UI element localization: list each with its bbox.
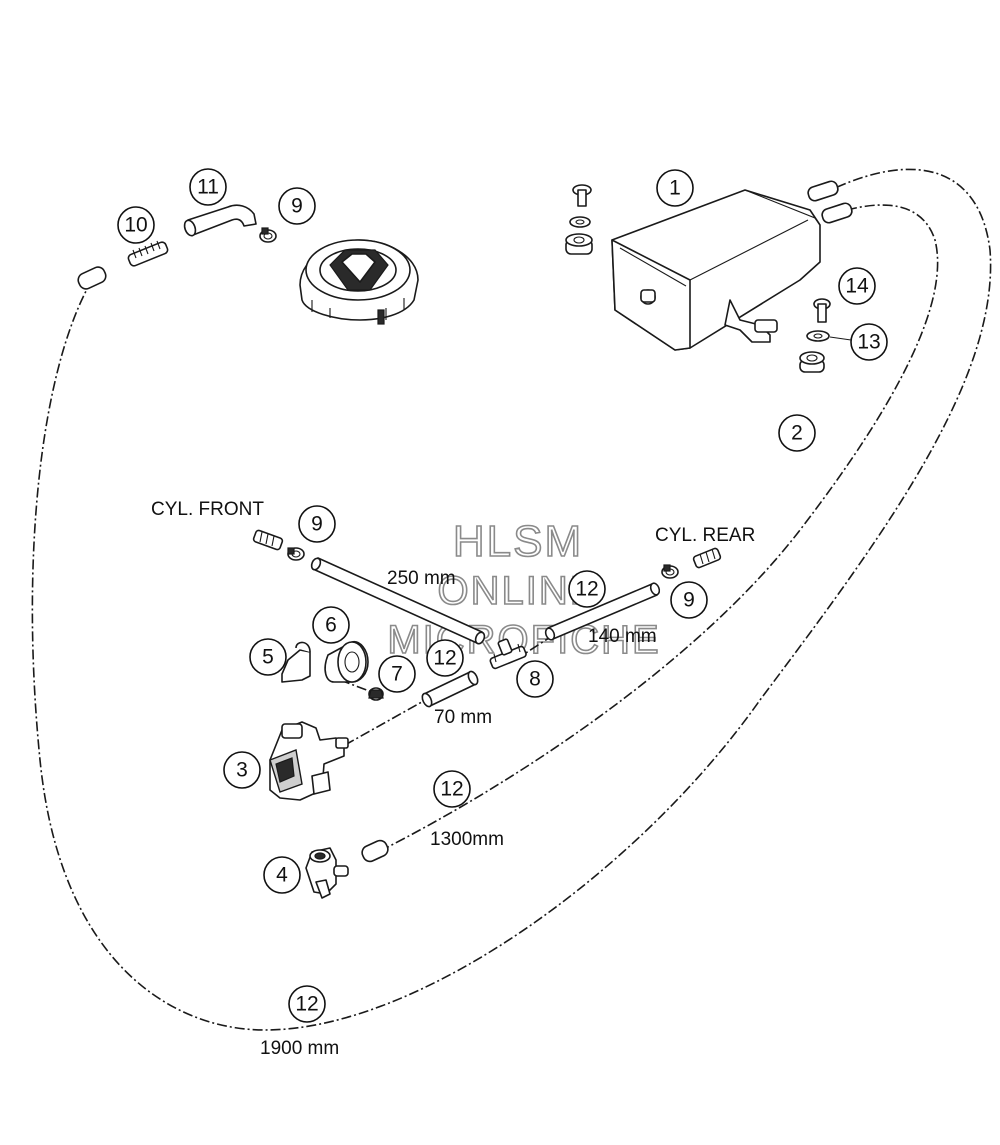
screw-part-14	[813, 298, 831, 323]
dimension-140mm: 140 mm	[588, 626, 657, 647]
callout-1: 1	[656, 169, 694, 207]
elbow-hose-part-11	[183, 204, 257, 237]
callout-2: 2	[778, 414, 816, 452]
callout-3-text: 3	[236, 759, 248, 782]
callout-11: 11	[189, 168, 227, 206]
leader-13	[829, 336, 852, 341]
callout-9-front: 9	[298, 505, 336, 543]
grommet-part-2	[799, 351, 825, 373]
purge-valve-part-3	[269, 721, 349, 801]
callout-4-text: 4	[276, 864, 288, 887]
callout-2-text: 2	[791, 422, 803, 445]
dimension-1300mm: 1300mm	[430, 829, 504, 850]
callout-9-front-text: 9	[311, 513, 323, 536]
callout-12-right-text: 12	[575, 578, 598, 601]
bracket-part-5	[281, 641, 311, 683]
label-cyl-rear: CYL. REAR	[655, 525, 755, 546]
fitting-part-4	[305, 847, 349, 899]
t-connector-part-8	[489, 638, 527, 670]
hose-1900mm	[31, 168, 992, 1031]
callout-1-text: 1	[669, 177, 681, 200]
callout-9-rear: 9	[670, 581, 708, 619]
hose-250mm	[310, 557, 486, 645]
callout-12-mid-text: 12	[433, 647, 456, 670]
callout-10: 10	[117, 206, 155, 244]
washer-part-13	[806, 330, 830, 342]
hose-end-1900-left	[77, 266, 107, 290]
dimension-1900mm: 1900 mm	[260, 1038, 339, 1059]
callout-12-1300: 12	[433, 770, 471, 808]
callout-3: 3	[223, 751, 261, 789]
callout-14-text: 14	[845, 275, 869, 298]
hose-70mm	[421, 670, 479, 708]
callout-13-text: 13	[857, 331, 880, 354]
callout-9-rear-text: 9	[683, 589, 695, 612]
callout-5: 5	[249, 638, 287, 676]
callout-8: 8	[516, 660, 554, 698]
fitting-cyl-front	[252, 529, 284, 551]
clamp-part-9-top	[259, 227, 277, 243]
callout-4: 4	[263, 856, 301, 894]
callout-9-top: 9	[278, 187, 316, 225]
bushing-part-6	[324, 640, 369, 683]
callout-12-mid: 12	[426, 639, 464, 677]
callout-6: 6	[312, 606, 350, 644]
callout-5-text: 5	[262, 646, 274, 669]
hose-140mm	[544, 582, 661, 641]
hose-end-1900-top	[807, 180, 839, 202]
callout-11-text: 11	[197, 176, 219, 199]
vent-line-3-8	[344, 674, 471, 746]
callout-14: 14	[838, 267, 876, 305]
callout-10-text: 10	[124, 214, 147, 237]
canister-part-1	[611, 189, 821, 351]
callout-8-text: 8	[529, 668, 541, 691]
callout-6-text: 6	[325, 614, 337, 637]
label-cyl-front: CYL. FRONT	[151, 499, 264, 520]
fitting-cyl-rear	[692, 547, 722, 569]
callout-13: 13	[850, 323, 888, 361]
hose-1300mm	[379, 204, 939, 852]
dimension-70mm: 70 mm	[434, 707, 492, 728]
callout-7: 7	[378, 655, 416, 693]
callout-12-1900: 12	[288, 985, 326, 1023]
fuel-cap	[299, 239, 419, 325]
hose-end-1300-top	[821, 202, 853, 224]
watermark-line-1: HLSM	[453, 517, 583, 566]
callout-9-top-text: 9	[291, 195, 303, 218]
callout-12-right: 12	[568, 570, 606, 608]
nipple-part-10	[127, 240, 169, 267]
clamp-part-9-front	[287, 547, 305, 561]
hose-end-1300-bottom	[361, 839, 389, 863]
canister-mount-left	[565, 184, 593, 255]
callout-7-text: 7	[391, 663, 403, 686]
callout-12-1300-text: 12	[440, 778, 463, 801]
clamp-part-9-rear	[661, 564, 679, 579]
callout-12-1900-text: 12	[295, 993, 318, 1016]
dimension-250mm: 250 mm	[387, 568, 456, 589]
screw-part-7	[368, 687, 384, 701]
